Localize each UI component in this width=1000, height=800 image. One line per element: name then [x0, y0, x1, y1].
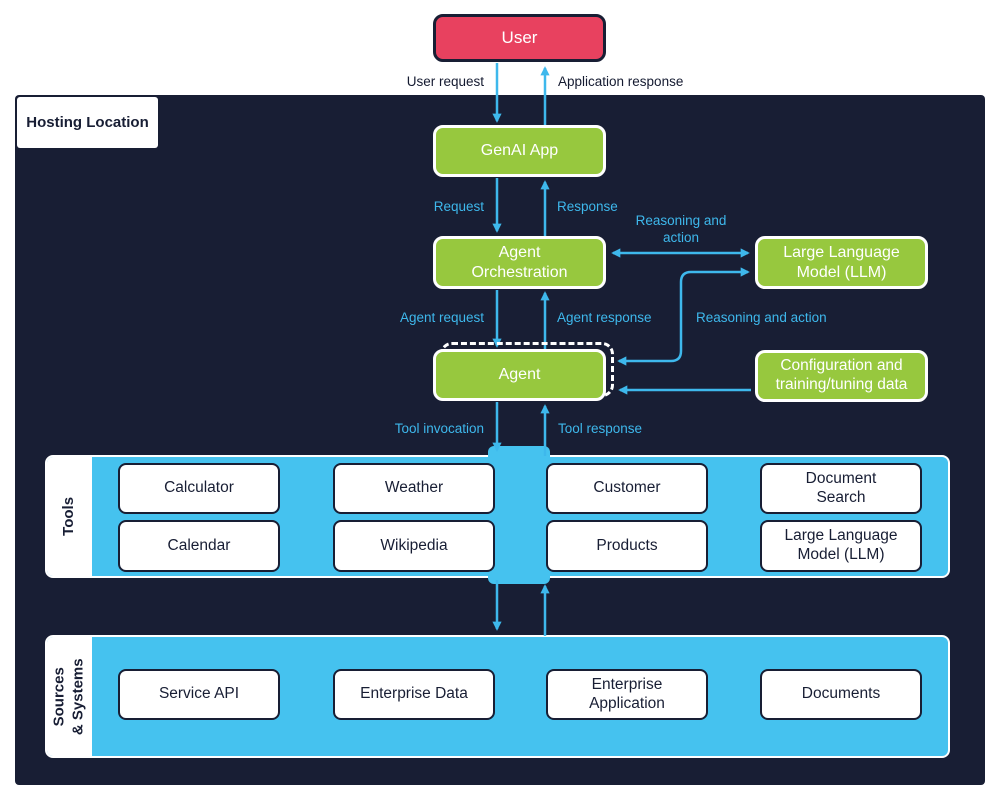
label-agent-request: Agent request: [399, 310, 484, 325]
tool-calculator: Calculator: [118, 463, 280, 514]
sources-band-tab: Sources & Systems: [47, 637, 92, 756]
tools-band-tab: Tools: [47, 457, 92, 576]
source-service-api: Service API: [118, 669, 280, 720]
source-enterprise-application: Enterprise Application: [546, 669, 708, 720]
label-tool-invocation: Tool invocation: [394, 421, 484, 436]
label-reasoning-and-action-top: Reasoning and action: [635, 213, 727, 245]
tool-calendar: Calendar: [118, 520, 280, 572]
label-reasoning-and-action-side: Reasoning and action: [696, 310, 827, 325]
label-tool-response: Tool response: [558, 421, 643, 436]
source-documents: Documents: [760, 669, 922, 720]
node-agent: Agent: [433, 349, 606, 401]
tool-llm: Large Language Model (LLM): [760, 520, 922, 572]
tools-band-top-notch: [488, 446, 550, 458]
label-agent-response: Agent response: [557, 310, 652, 325]
sources-band-label: Sources & Systems: [50, 658, 87, 735]
tool-weather: Weather: [333, 463, 495, 514]
hosting-location-label: Hosting Location: [17, 97, 158, 148]
tools-band-label: Tools: [60, 497, 78, 536]
node-config-training-data: Configuration and training/tuning data: [755, 350, 928, 402]
label-response: Response: [557, 199, 618, 214]
node-agent-orchestration: Agent Orchestration: [433, 236, 606, 289]
tool-document-search: Document Search: [760, 463, 922, 514]
tool-products: Products: [546, 520, 708, 572]
node-user: User: [433, 14, 606, 62]
tools-band-bottom-notch: [488, 574, 550, 584]
source-enterprise-data: Enterprise Data: [333, 669, 495, 720]
label-user-request: User request: [406, 74, 484, 89]
label-application-response: Application response: [558, 74, 684, 89]
label-request: Request: [433, 199, 484, 214]
node-genai-app: GenAI App: [433, 125, 606, 177]
tool-wikipedia: Wikipedia: [333, 520, 495, 572]
tool-customer: Customer: [546, 463, 708, 514]
node-llm: Large Language Model (LLM): [755, 236, 928, 289]
